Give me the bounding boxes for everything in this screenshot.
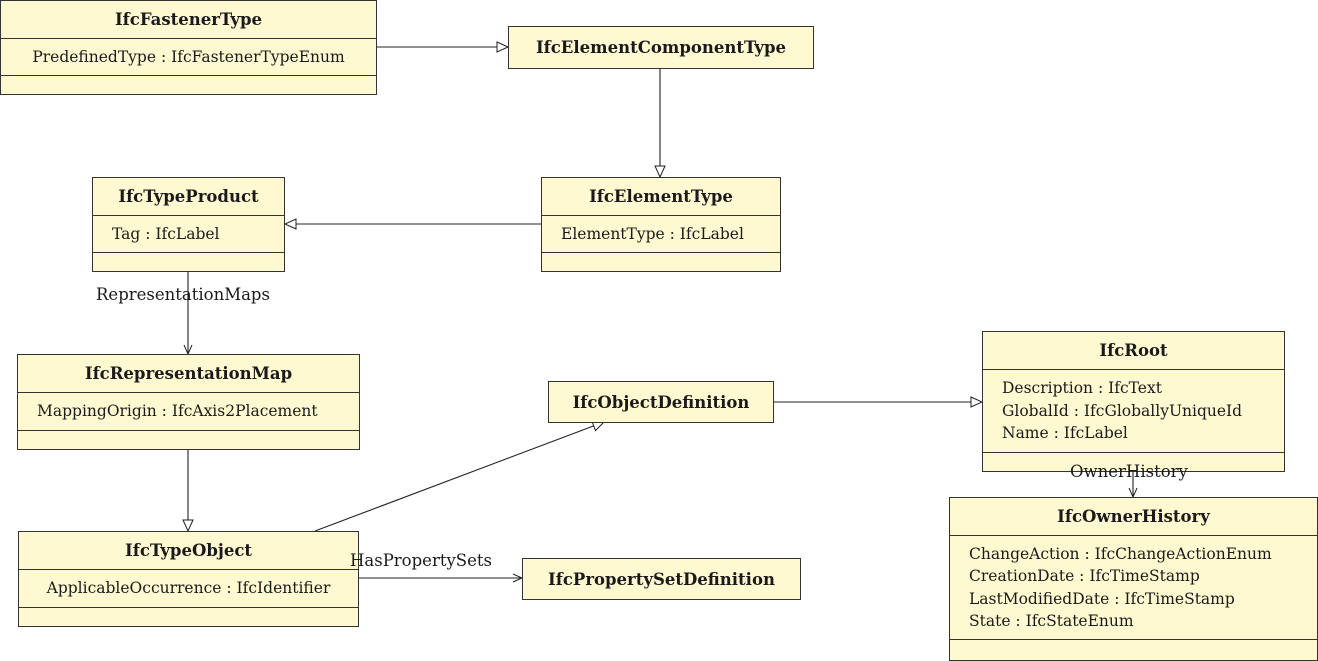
attribute: Description : IfcText — [1002, 379, 1162, 398]
class-name: IfcFastenerType — [114, 10, 263, 29]
attribute: State : IfcStateEnum — [969, 612, 1134, 630]
role-label-has-property-sets: HasPropertySets — [350, 551, 492, 570]
attribute: ChangeAction : IfcChangeActionEnum — [969, 544, 1272, 563]
generalization-typeobject-to-objectdefinition — [314, 420, 606, 532]
class-name: IfcTypeObject — [125, 541, 252, 560]
role-label-owner-history: OwnerHistory — [1070, 462, 1188, 481]
class-ifc-fastener-type: IfcFastenerType PredefinedType : IfcFast… — [0, 0, 377, 95]
class-attributes: ElementType : IfcLabel — [542, 215, 780, 253]
class-ifc-type-object: IfcTypeObject ApplicableOccurrence : Ifc… — [18, 531, 359, 627]
class-name: IfcElementComponentType — [535, 38, 787, 57]
class-name: IfcObjectDefinition — [572, 392, 750, 412]
class-ifc-element-component-type: IfcElementComponentType — [508, 26, 814, 69]
class-ifc-object-definition: IfcObjectDefinition — [548, 381, 774, 423]
class-attributes: Description : IfcText GlobalId : IfcGlob… — [983, 369, 1284, 453]
attribute: GlobalId : IfcGloballyUniqueId — [1002, 401, 1243, 420]
class-operations — [950, 640, 1317, 660]
attribute: Name : IfcLabel — [1002, 424, 1128, 443]
class-attributes: Tag : IfcLabel — [93, 215, 284, 253]
class-ifc-type-product: IfcTypeProduct Tag : IfcLabel — [92, 177, 285, 272]
attribute: PredefinedType : IfcFastenerTypeEnum — [32, 47, 345, 66]
attribute: LastModifiedDate : IfcTimeStamp — [969, 589, 1235, 608]
class-operations — [19, 608, 358, 626]
class-ifc-owner-history: IfcOwnerHistory ChangeAction : IfcChange… — [949, 497, 1318, 661]
class-ifc-root: IfcRoot Description : IfcText GlobalId :… — [982, 331, 1285, 472]
class-operations — [542, 253, 780, 271]
class-name: IfcElementType — [589, 187, 733, 206]
class-name: IfcTypeProduct — [118, 187, 259, 206]
class-operations — [93, 253, 284, 271]
class-attributes: ApplicableOccurrence : IfcIdentifier — [19, 569, 358, 608]
attribute: MappingOrigin : IfcAxis2Placement — [37, 402, 318, 421]
class-name: IfcRoot — [1099, 341, 1168, 360]
class-attributes: PredefinedType : IfcFastenerTypeEnum — [1, 38, 376, 76]
attribute: CreationDate : IfcTimeStamp — [969, 567, 1200, 585]
class-attributes: MappingOrigin : IfcAxis2Placement — [18, 392, 359, 431]
class-attributes: ChangeAction : IfcChangeActionEnum Creat… — [950, 535, 1317, 640]
class-ifc-representation-map: IfcRepresentationMap MappingOrigin : Ifc… — [17, 354, 360, 450]
class-name: IfcRepresentationMap — [84, 364, 293, 383]
attribute: Tag : IfcLabel — [112, 224, 220, 243]
class-ifc-element-type: IfcElementType ElementType : IfcLabel — [541, 177, 781, 272]
class-operations — [18, 431, 359, 449]
class-name: IfcPropertySetDefinition — [548, 569, 775, 589]
attribute: ElementType : IfcLabel — [561, 224, 744, 243]
class-name: IfcOwnerHistory — [1057, 507, 1210, 526]
attribute: ApplicableOccurrence : IfcIdentifier — [46, 579, 331, 598]
role-label-representation-maps: RepresentationMaps — [96, 285, 270, 304]
class-operations — [1, 76, 376, 94]
class-ifc-property-set-definition: IfcPropertySetDefinition — [522, 558, 801, 600]
